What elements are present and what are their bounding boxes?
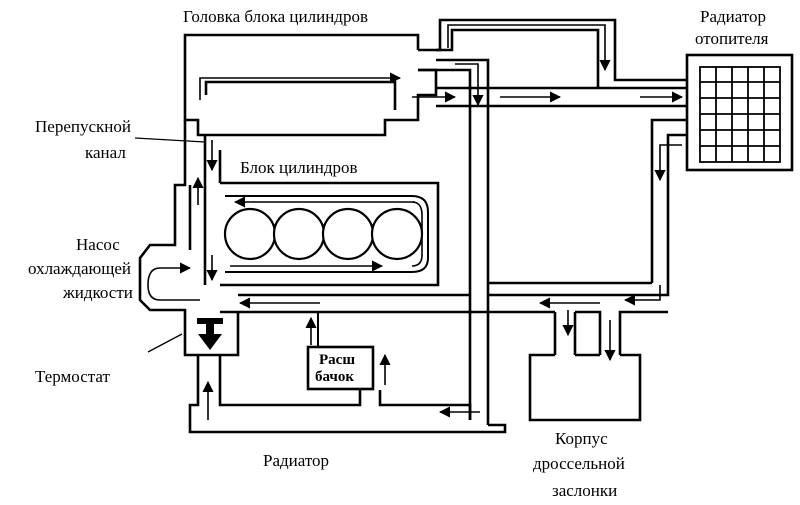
label-cylinder-block: Блок цилиндров bbox=[240, 158, 358, 177]
throttle-body bbox=[528, 353, 642, 422]
thermostat-valve-icon bbox=[197, 318, 223, 350]
cylinder-4 bbox=[370, 207, 424, 261]
heater-return-outer bbox=[488, 133, 687, 297]
label-cylinder-head: Головка блока цилиндров bbox=[183, 7, 368, 26]
radiator-loop-inner-2 bbox=[378, 390, 472, 420]
leader-thermostat bbox=[147, 333, 183, 353]
cylinders bbox=[223, 207, 424, 261]
flow-arrow-block-curve bbox=[411, 201, 423, 267]
label-radiator: Радиатор bbox=[263, 451, 329, 470]
flow-arrow-top-2 bbox=[455, 63, 484, 107]
thermostat-housing bbox=[183, 312, 240, 357]
label-bypass-2: канал bbox=[85, 143, 126, 162]
label-heater-radiator-1: Радиатор bbox=[700, 7, 766, 26]
expansion-tank bbox=[306, 345, 375, 391]
head-to-throttle-left bbox=[418, 68, 472, 420]
head-to-throttle-right bbox=[436, 58, 490, 425]
flow-arrow-heater-return-2 bbox=[623, 285, 661, 306]
flow-arrow-heater-return bbox=[654, 144, 682, 182]
label-thermostat: Термостат bbox=[35, 367, 110, 386]
cylinder-head-casing bbox=[183, 33, 438, 137]
cylinder-3 bbox=[321, 207, 375, 261]
block-inner bbox=[225, 195, 429, 273]
label-pump-2: охлаждающей bbox=[28, 259, 131, 278]
leader-bypass bbox=[134, 137, 206, 143]
label-bypass-1: Перепускной bbox=[35, 117, 131, 136]
heater-return-inner bbox=[650, 118, 687, 283]
head-inner-channel bbox=[204, 80, 397, 110]
block-casing bbox=[220, 181, 440, 287]
heater-radiator-grid bbox=[699, 66, 781, 163]
return-line-lower bbox=[618, 310, 668, 355]
label-tank-1: Расш bbox=[319, 352, 355, 368]
cylinder-2 bbox=[272, 207, 326, 261]
label-throttle-1: Корпус bbox=[555, 429, 608, 448]
label-throttle-3: заслонки bbox=[552, 481, 617, 500]
return-line-lower-2 bbox=[575, 310, 602, 355]
radiator-loop-inner bbox=[218, 355, 362, 407]
pump-casing bbox=[138, 120, 187, 312]
head-outlet-upper-inner bbox=[436, 28, 600, 88]
cylinder-1 bbox=[223, 207, 277, 261]
label-pump-3: жидкости bbox=[62, 283, 133, 302]
label-throttle-2: дроссельной bbox=[533, 454, 625, 473]
head-flow-arrow bbox=[199, 72, 402, 100]
heater-radiator bbox=[685, 53, 794, 172]
label-tank-2: бачок bbox=[315, 369, 354, 385]
flow-arrow-pump-loop bbox=[147, 262, 200, 301]
flow-arrow-top-1 bbox=[447, 24, 611, 72]
label-heater-radiator-2: отопителя bbox=[695, 29, 769, 48]
radiator-loop-outer bbox=[188, 355, 507, 434]
label-pump-1: Насос bbox=[76, 235, 120, 254]
